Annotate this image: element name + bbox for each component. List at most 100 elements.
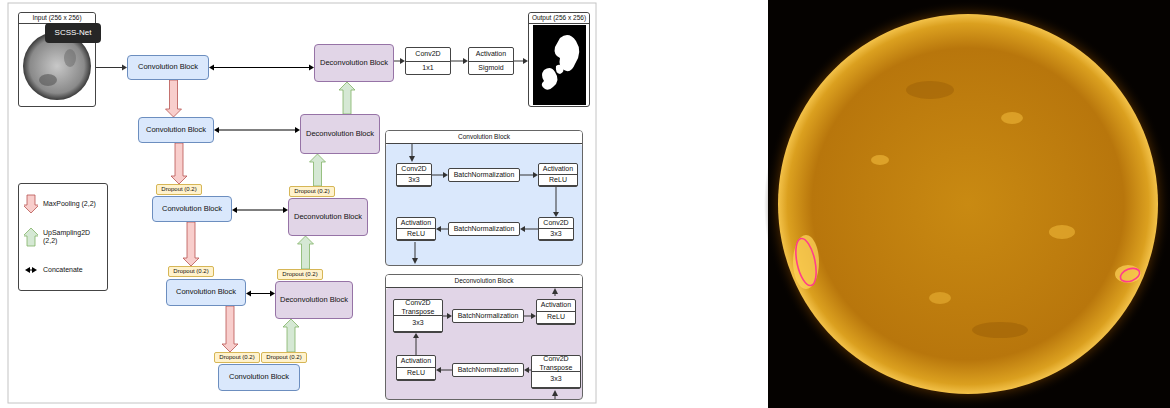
block-arrow [222, 306, 238, 352]
flow-leader-head [552, 288, 558, 294]
deconvolution-block: Deconvolution Block [288, 198, 368, 236]
block-arrow [183, 222, 199, 266]
label-row: Activation [397, 218, 435, 229]
label-row: Conv2D Transpose [394, 300, 442, 316]
conv-transpose-layer: Conv2D Transpose3x3 [531, 355, 581, 389]
label-row: ReLU [537, 312, 575, 324]
label-row: Conv2D [406, 48, 450, 62]
node-label: Convolution Block [146, 126, 206, 135]
batchnorm-layer: BatchNormalization [448, 168, 520, 182]
detail-panel: Deconvolution BlockConv2D Transpose3x3Ba… [385, 274, 583, 400]
deconvolution-block: Deconvolution Block [275, 281, 353, 319]
arrow-head [436, 226, 441, 232]
input-frame: Input (256 x 256)SCSS-Net [18, 12, 96, 107]
flow-leader [412, 144, 413, 157]
block-arrow [310, 154, 326, 186]
sun-disk [778, 14, 1158, 394]
concat-arrow [246, 291, 275, 297]
label-row: Activation [539, 164, 577, 175]
node-label: Activation [401, 357, 431, 365]
legend-symbol [24, 226, 38, 248]
node-sublabel: 3x3 [550, 230, 561, 238]
active-region [793, 235, 819, 289]
label-row: ReLU [539, 175, 577, 186]
label-row: Activation [469, 48, 513, 62]
legend-label: MaxPooling (2,2) [43, 200, 96, 208]
node-sublabel: Sigmoid [478, 64, 503, 72]
flow-arrow [524, 313, 536, 319]
flow-leader-head [409, 156, 415, 162]
upsample-arrow [310, 154, 326, 186]
arrow-head [524, 367, 529, 373]
block-arrow [339, 82, 355, 114]
legend-item: UpSampling2D (2,2) [24, 226, 102, 248]
maxpool-arrow [171, 143, 187, 184]
connector-line [432, 175, 444, 176]
connector-line [213, 67, 310, 68]
batchnorm-layer: BatchNormalization [452, 363, 524, 377]
concat-arrow [25, 267, 37, 273]
active-region [1115, 265, 1141, 283]
connector-line [556, 187, 557, 213]
connector-line [394, 61, 401, 62]
arrow-head [214, 127, 219, 133]
label-row: Output (256 x 256) [529, 13, 589, 24]
legend-box: MaxPooling (2,2) UpSampling2D (2,2) Concat… [18, 183, 108, 291]
mask-region [542, 68, 558, 90]
flow-arrow [524, 367, 531, 373]
upsample-arrow [24, 228, 38, 246]
upsample-arrow [298, 236, 314, 269]
node-label: BatchNormalization [454, 225, 515, 233]
node-label: BatchNormalization [454, 171, 515, 179]
node-sublabel: ReLU [547, 313, 565, 321]
node-label: Dropout (0.2) [219, 354, 254, 361]
dropout-tag: Dropout (0.2) [214, 352, 260, 363]
node-label: Convolution Block [176, 288, 236, 297]
node-label: Activation [541, 301, 571, 309]
batchnorm-layer: BatchNormalization [452, 309, 524, 323]
node-sublabel: 1x1 [422, 64, 433, 72]
node-label: BatchNormalization [458, 366, 519, 374]
bright-patch [929, 292, 951, 304]
node-label: Convolution Block [162, 205, 222, 214]
flow-arrow [436, 226, 448, 232]
node-sublabel: 3x3 [412, 319, 423, 327]
output-mask-image [533, 25, 586, 105]
activation-layer: ActivationSigmoid [468, 47, 514, 75]
flow-arrow [553, 187, 559, 217]
conv-layer: Conv2D3x3 [538, 217, 574, 241]
concat-arrow [214, 127, 300, 133]
label-row: Sigmoid [469, 62, 513, 75]
batchnorm-layer: BatchNormalization [448, 222, 520, 236]
input-dark-region [64, 49, 76, 67]
arrow-head [209, 65, 214, 71]
node-label: Conv2D Transpose [394, 299, 442, 315]
maxpool-arrow [166, 80, 182, 117]
node-sublabel: 3x3 [550, 375, 561, 383]
label-row: 1x1 [406, 62, 450, 75]
connector-line [451, 61, 464, 62]
legend-label: UpSampling2D (2,2) [43, 229, 102, 245]
node-label: Convolution Block [458, 133, 510, 140]
connector-line [514, 61, 524, 62]
maxpool-arrow [183, 222, 199, 266]
node-label: Conv2D [415, 50, 440, 58]
dropout-tag: Dropout (0.2) [261, 352, 307, 363]
convolution-block: Convolution Block [166, 279, 246, 306]
connector-line [520, 175, 534, 176]
connector-line [416, 337, 417, 355]
legend-label: Concatenate [43, 266, 83, 274]
node-label: Deconvolution Block [280, 296, 348, 305]
activation-layer: ActivationReLU [396, 355, 436, 381]
maxpool-arrow [24, 195, 38, 213]
label-row: 3x3 [532, 372, 580, 388]
node-label: Activation [476, 50, 506, 58]
deconvolution-block: Deconvolution Block [300, 114, 380, 154]
convolution-block: Convolution Block [138, 117, 214, 143]
conv-layer: Conv2D 1x1 [405, 47, 451, 75]
conv-layer: Conv2D3x3 [396, 163, 432, 187]
node-label: Dropout (0.2) [266, 354, 301, 361]
flow-leader [415, 242, 416, 259]
flow-arrow [413, 333, 419, 355]
legend-item: MaxPooling (2,2) [24, 193, 102, 215]
